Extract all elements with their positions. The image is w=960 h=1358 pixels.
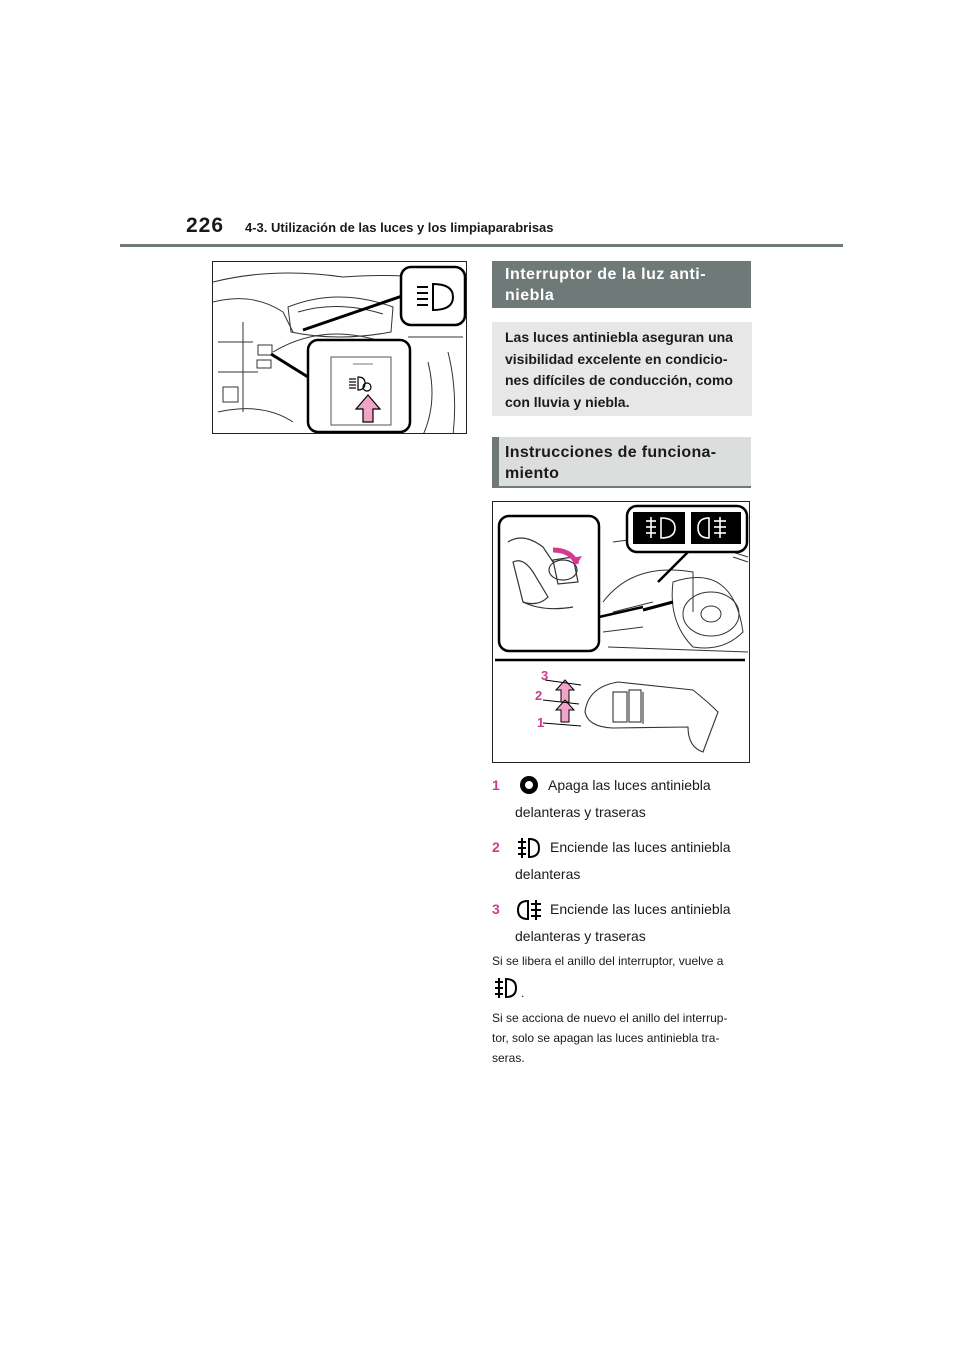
item-number: 2 xyxy=(492,839,500,855)
headlight-icon xyxy=(417,282,455,312)
header-divider xyxy=(120,244,843,247)
figure-label-2: 2 xyxy=(535,688,542,703)
note-period: . xyxy=(521,986,525,1000)
note-paragraph: Si se libera el anillo del interruptor, … xyxy=(492,954,724,968)
intro-text: Las luces antiniebla aseguran una visibi… xyxy=(505,329,733,410)
item-text-continued: delanteras xyxy=(515,866,581,882)
figure-label-1: 1 xyxy=(537,715,544,730)
section-heading-text: Interruptor de la luz anti-niebla xyxy=(505,266,707,304)
fog-switch-illustration: 3 2 1 xyxy=(492,501,750,763)
section-heading: Interruptor de la luz anti-niebla xyxy=(492,261,751,308)
front-rear-fog-icon xyxy=(517,899,541,921)
item-number: 3 xyxy=(492,901,500,917)
item-text: Enciende las luces antiniebla xyxy=(550,901,731,917)
dashboard-illustration xyxy=(212,261,467,434)
section-title: 4-3. Utilización de las luces y los limp… xyxy=(245,220,554,235)
front-fog-icon xyxy=(518,837,541,859)
subsection-heading-text: Instrucciones de funciona-miento xyxy=(505,444,717,482)
fog-off-icon xyxy=(520,776,538,794)
note-line: seras. xyxy=(492,1051,525,1065)
front-fog-icon xyxy=(495,977,518,999)
note-line: tor, solo se apagan las luces antiniebla… xyxy=(492,1031,720,1045)
subsection-heading: Instrucciones de funciona-miento xyxy=(492,437,751,488)
item-text-continued: delanteras y traseras xyxy=(515,928,646,944)
intro-box: Las luces antiniebla aseguran una visibi… xyxy=(492,322,752,416)
page-number: 226 xyxy=(186,214,225,237)
note-line: Si se acciona de nuevo el anillo del int… xyxy=(492,1011,728,1025)
item-text: Apaga las luces antiniebla xyxy=(548,777,711,793)
item-text: Enciende las luces antiniebla xyxy=(550,839,731,855)
item-text-continued: delanteras y traseras xyxy=(515,804,646,820)
item-number: 1 xyxy=(492,777,500,793)
figure-label-3: 3 xyxy=(541,668,548,683)
